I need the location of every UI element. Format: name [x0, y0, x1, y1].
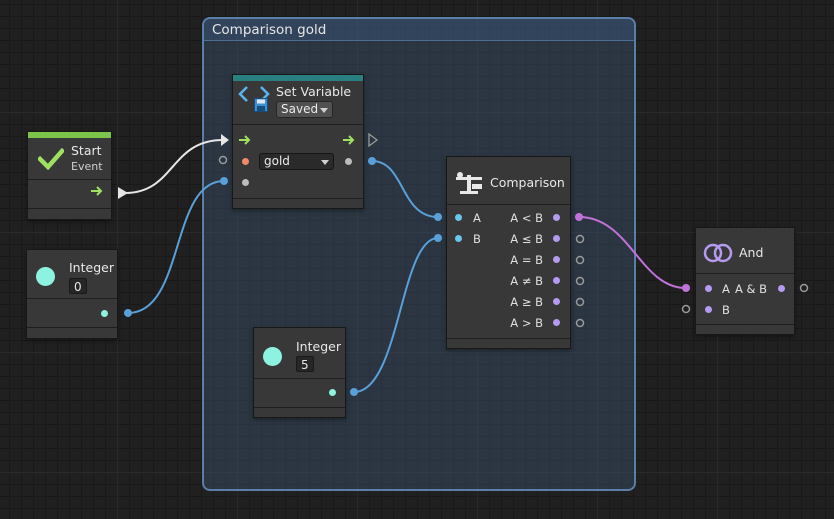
floppy-disk-icon — [254, 98, 268, 112]
output-port-greater-equal[interactable] — [553, 298, 560, 305]
node-title: Set Variable — [276, 84, 352, 99]
input-label-b: B — [473, 232, 481, 246]
divider — [254, 378, 345, 379]
integer-value-field[interactable]: 5 — [296, 356, 314, 372]
variable-name-dropdown[interactable]: gold — [259, 153, 334, 170]
flow-input-arrow-icon[interactable] — [239, 135, 253, 145]
output-label-less: A < B — [510, 211, 543, 225]
and-input-port-b[interactable] — [705, 306, 712, 313]
integer-output-port[interactable] — [329, 389, 336, 396]
and-output-label: A & B — [734, 282, 767, 296]
output-port-greater[interactable] — [553, 319, 560, 326]
integer-output-port[interactable] — [101, 310, 108, 317]
node-title: Integer — [69, 260, 114, 275]
node-title: Start — [71, 143, 102, 158]
output-port-less-equal[interactable] — [553, 235, 560, 242]
flow-output-arrow-icon[interactable] — [343, 135, 357, 145]
divider — [447, 204, 570, 205]
divider — [696, 273, 794, 274]
integer0-to-setvar-wire — [127, 180, 225, 314]
port-open — [681, 304, 691, 314]
node-title: Comparison — [490, 175, 565, 190]
and-output-port[interactable] — [778, 285, 785, 292]
port-dot — [682, 284, 690, 292]
value-input-port[interactable] — [242, 179, 249, 186]
output-port-equal[interactable] — [553, 256, 560, 263]
flow-wire — [124, 139, 224, 194]
node-title: And — [739, 245, 764, 260]
and-node[interactable]: And A A & B B — [695, 227, 795, 335]
node-color-bar — [28, 132, 111, 138]
output-label-greater-equal: A ≥ B — [510, 295, 543, 309]
divider — [233, 124, 363, 125]
chevron-down-icon — [321, 160, 329, 165]
value-output-port[interactable] — [345, 158, 352, 165]
flow-arrow-left — [118, 187, 128, 199]
port-dot — [434, 234, 442, 242]
output-port-less[interactable] — [553, 214, 560, 221]
divider — [27, 327, 117, 328]
integer-node-0[interactable]: Integer 0 — [26, 249, 118, 339]
port-dot — [220, 177, 228, 185]
divider — [233, 198, 363, 199]
and-input-label-b: B — [722, 303, 730, 317]
port-dot — [124, 309, 132, 317]
output-port-not-equal[interactable] — [553, 277, 560, 284]
flow-arrow-icon[interactable] — [91, 186, 105, 196]
port-dot — [575, 213, 583, 221]
output-label-equal: A = B — [510, 253, 543, 267]
and-input-label-a: A — [722, 282, 730, 296]
divider — [28, 208, 111, 209]
dropdown-value: Saved — [281, 102, 319, 116]
variable-name-port[interactable] — [242, 158, 249, 165]
flow-out-open — [368, 132, 379, 148]
divider — [696, 324, 794, 325]
dropdown-value: gold — [264, 154, 290, 168]
and-input-port-a[interactable] — [705, 285, 712, 292]
input-port-b[interactable] — [455, 235, 462, 242]
chevron-down-icon — [320, 108, 328, 113]
divider — [27, 298, 117, 299]
node-subtitle: Event — [71, 160, 103, 173]
start-event-node[interactable]: Start Event — [27, 131, 112, 220]
port-dot — [368, 157, 376, 165]
integer5-to-comparison-b-wire — [353, 237, 439, 393]
comparison-to-and-wire — [578, 216, 687, 289]
port-dot — [434, 213, 442, 221]
circle-icon — [36, 267, 55, 286]
comparison-node[interactable]: Comparison A B A < B A ≤ B A = B A ≠ B A… — [446, 156, 571, 349]
divider — [447, 338, 570, 339]
divider — [28, 179, 111, 180]
integer-node-5[interactable]: Integer 5 — [253, 327, 346, 418]
setvar-to-comparison-a-wire — [371, 160, 439, 218]
input-port-a[interactable] — [455, 214, 462, 221]
node-title: Integer — [296, 339, 341, 354]
node-color-bar — [233, 75, 363, 81]
circle-icon — [263, 347, 282, 366]
integer-value-field[interactable]: 0 — [69, 278, 87, 294]
input-label-a: A — [473, 211, 481, 225]
divider — [254, 407, 345, 408]
port-open — [218, 155, 228, 165]
output-label-not-equal: A ≠ B — [510, 274, 543, 288]
scale-icon — [456, 172, 482, 194]
flow-arrow-into-setvar — [221, 134, 229, 146]
check-icon — [38, 148, 64, 170]
group-title[interactable]: Comparison gold — [204, 19, 634, 41]
port-dot — [350, 388, 358, 396]
venn-icon — [703, 243, 733, 263]
output-label-greater: A > B — [510, 316, 543, 330]
variable-scope-dropdown[interactable]: Saved — [276, 101, 333, 118]
output-label-less-equal: A ≤ B — [510, 232, 543, 246]
set-variable-node[interactable]: Set Variable Saved gold — [232, 74, 364, 209]
